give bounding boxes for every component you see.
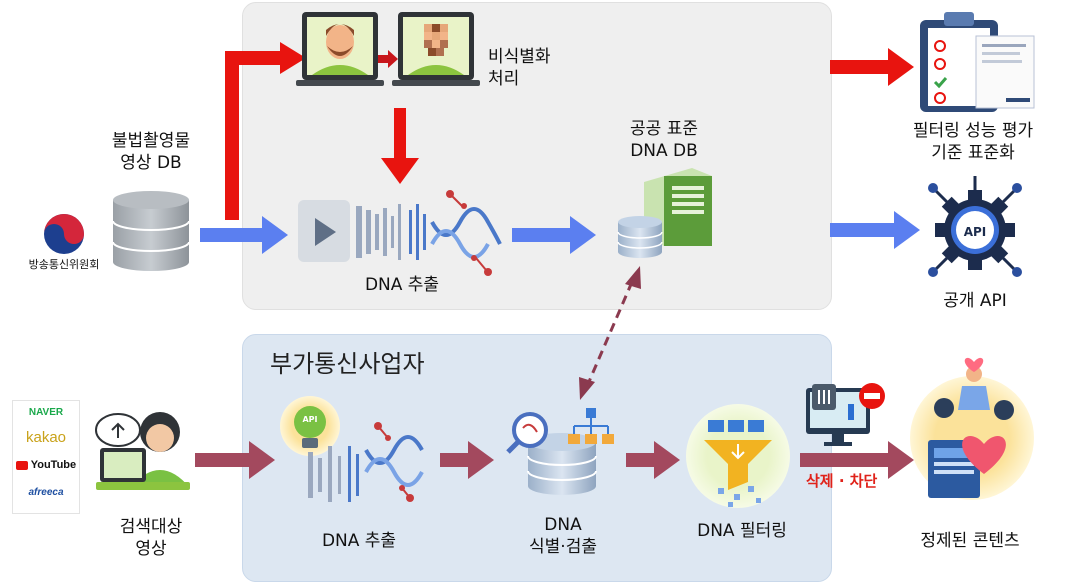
red-arrow-between-faces bbox=[377, 50, 398, 68]
dna-extract-label-top: DNA 추출 bbox=[364, 275, 440, 295]
platform-logos: NAVER kakao YouTube afreeca bbox=[12, 400, 80, 514]
red-arrow-down-to-dna bbox=[381, 108, 419, 184]
db-label-line1: 불법촬영물 bbox=[111, 131, 191, 151]
dna-identify-db-icon bbox=[506, 408, 614, 495]
deid-label-line1: 비식별화 bbox=[488, 47, 551, 67]
maroon-arrow-2 bbox=[440, 441, 494, 479]
standard-label: 필터링 성능 평가 기준 표준화 bbox=[898, 120, 1048, 164]
identify-line2: 식별·검출 bbox=[529, 537, 597, 557]
public-db-label: 공공 표준 DNA DB bbox=[606, 118, 722, 162]
illegal-video-db-label: 불법촬영물 영상 DB bbox=[96, 130, 206, 174]
identify-label: DNA 식별·검출 bbox=[508, 514, 618, 558]
search-video-label: 검색대상 영상 bbox=[96, 516, 206, 560]
deid-label: 비식별화 처리 bbox=[488, 46, 551, 90]
delete-block-label: 삭제 · 차단 bbox=[806, 472, 878, 490]
youtube-play-icon bbox=[15, 460, 28, 470]
filter-label: DNA 필터링 bbox=[697, 521, 787, 541]
maroon-arrow-4 bbox=[800, 441, 914, 479]
provider-panel-title: 부가통신사업자 bbox=[270, 350, 425, 378]
red-arrow-to-standard bbox=[830, 48, 914, 86]
public-db-line2: DNA DB bbox=[630, 141, 698, 161]
standard-line1: 필터링 성능 평가 bbox=[912, 121, 1034, 141]
dna-extract-graphic-bottom bbox=[280, 396, 424, 502]
clean-content-label: 정제된 콘텐츠 bbox=[920, 531, 1020, 551]
search-person-icon bbox=[95, 412, 190, 490]
red-arrow-to-deid bbox=[225, 42, 306, 220]
standard-line2: 기준 표준화 bbox=[931, 143, 1015, 163]
api-gear-text: API bbox=[963, 225, 987, 239]
face-pixelated-icon bbox=[392, 12, 480, 86]
blue-arrow-db-to-dna bbox=[200, 216, 288, 254]
blue-arrow-dna-to-publicdb bbox=[512, 216, 596, 254]
api-chip-text: API bbox=[302, 415, 318, 424]
maroon-arrow-3 bbox=[626, 441, 680, 479]
dna-extract-graphic-top bbox=[298, 190, 502, 276]
kakao-logo: kakao bbox=[25, 429, 67, 446]
blue-arrow-to-api bbox=[830, 211, 920, 249]
dashed-link-arrow bbox=[579, 266, 641, 400]
dna-extract-label-bottom: DNA 추출 bbox=[321, 531, 397, 551]
agency-emblem-icon bbox=[44, 214, 84, 254]
search-line1: 검색대상 bbox=[119, 517, 183, 537]
illegal-video-db-icon bbox=[112, 191, 190, 271]
maroon-arrow-1 bbox=[195, 441, 275, 479]
public-db-line1: 공공 표준 bbox=[630, 119, 698, 139]
afreeca-logo: afreeca bbox=[28, 487, 64, 498]
public-api-label: 공개 API bbox=[943, 291, 1007, 311]
clean-content-icon bbox=[910, 357, 1034, 500]
public-api-gear-icon bbox=[928, 176, 1022, 277]
youtube-logo: YouTube bbox=[13, 459, 79, 471]
standard-document-icon bbox=[920, 12, 1035, 112]
naver-logo: NAVER bbox=[28, 407, 64, 418]
dna-filter-funnel-icon bbox=[686, 404, 790, 508]
identify-line1: DNA bbox=[544, 515, 582, 535]
deid-label-line2: 처리 bbox=[488, 69, 520, 89]
public-dna-db-icon bbox=[617, 168, 712, 258]
search-line2: 영상 bbox=[135, 539, 167, 559]
delete-block-monitor-icon bbox=[806, 383, 885, 446]
face-original-icon bbox=[296, 12, 384, 86]
db-label-line2: 영상 DB bbox=[120, 153, 182, 173]
agency-label: 방송통신위원회 bbox=[28, 258, 100, 271]
youtube-logo-text: YouTube bbox=[30, 459, 77, 471]
